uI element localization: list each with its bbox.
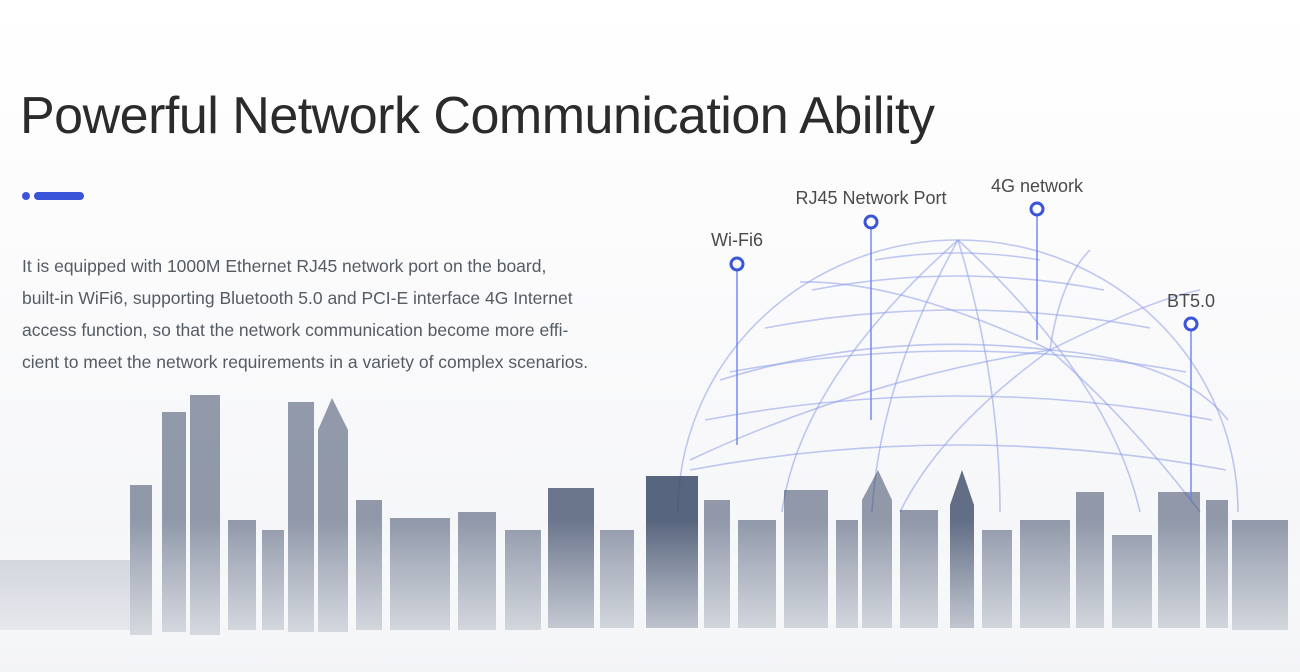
feature-label-4g: 4G network [990,176,1084,196]
description-line: built-in WiFi6, supporting Bluetooth 5.0… [22,288,573,308]
bt-pin-icon [1183,316,1199,500]
feature-label-rj45: RJ45 Network Port [795,188,947,208]
description-line: access function, so that the network com… [22,320,569,340]
feature-label-bt: BT5.0 [1166,291,1216,311]
description-line: cient to meet the network requirements i… [22,352,589,372]
globe-wireframe-icon [677,239,1239,513]
feature-label-wifi: Wi-Fi6 [711,230,763,250]
connection-pins [729,201,1199,500]
fourg-pin-icon [1029,201,1045,340]
accent-dot [22,192,30,200]
description-line: It is equipped with 1000M Ethernet RJ45 … [22,256,547,276]
title-accent-bar [22,192,84,200]
page-title: Powerful Network Communication Ability [20,87,935,145]
description: It is equipped with 1000M Ethernet RJ45 … [22,250,662,378]
accent-line [34,192,84,200]
wifi-pin-icon [729,256,745,445]
rj45-pin-icon [863,214,879,420]
